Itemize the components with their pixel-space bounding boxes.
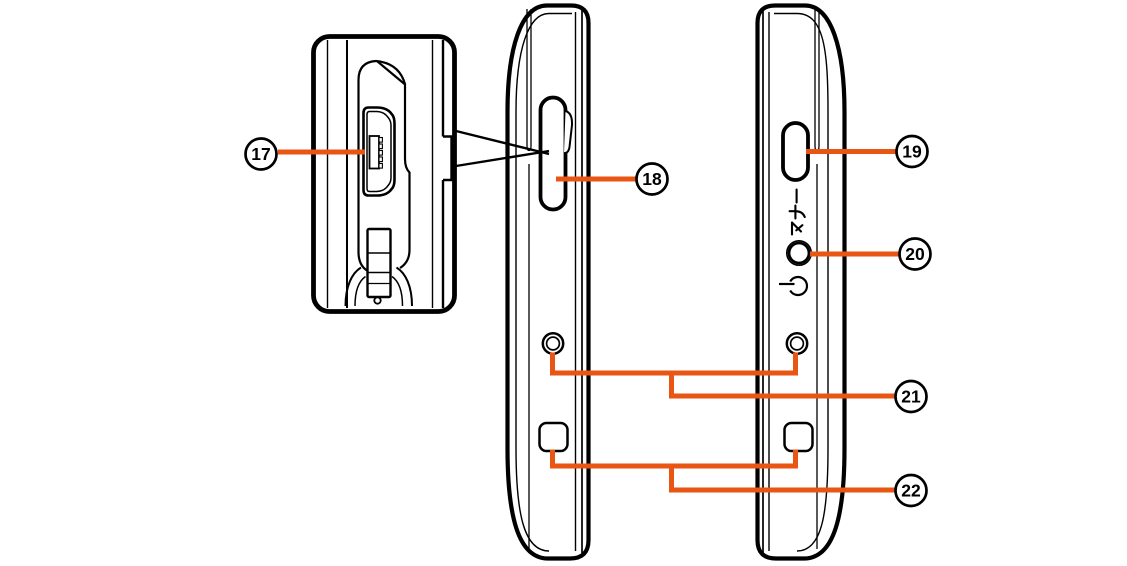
cavity-lower-left — [357, 251, 368, 272]
power-icon — [779, 275, 809, 297]
hinge-arc — [395, 266, 413, 307]
usb-pin — [378, 143, 383, 150]
callout-circle — [635, 162, 669, 196]
callout-number: 18 — [642, 169, 662, 189]
manner-button-label — [788, 188, 806, 236]
callout-label-17: 17 — [244, 137, 278, 171]
hinge-arc — [344, 266, 362, 307]
side-view-left — [505, 3, 591, 561]
wedge-line — [455, 129, 550, 156]
kana-na — [788, 204, 806, 220]
square-opening — [538, 421, 569, 453]
phone-inner-line — [774, 12, 829, 552]
callout-label-20: 20 — [898, 237, 932, 271]
callout-circle — [894, 473, 928, 508]
port-cavity-outline — [357, 59, 411, 252]
callout-circle — [894, 379, 928, 414]
callout-circle — [895, 134, 929, 169]
power-icon-arc — [789, 275, 809, 297]
inset-pointer-wedge — [455, 129, 550, 168]
callout-circle — [244, 137, 278, 171]
port-cavity-notch — [376, 60, 406, 85]
usb-pin — [378, 162, 383, 169]
port-cover-tab — [563, 110, 574, 155]
square-opening — [783, 421, 814, 453]
connector-inset-box — [311, 34, 457, 314]
callout-line-22 — [669, 466, 895, 493]
phone-outline — [505, 3, 591, 561]
strap-hole-inner — [545, 336, 561, 351]
hinge-arc — [354, 275, 366, 307]
callout-number: 22 — [901, 481, 921, 501]
hinge-arc — [391, 275, 404, 307]
callout-lines — [278, 149, 899, 493]
callout-number: 21 — [901, 387, 921, 407]
strap-hole-inner — [789, 336, 805, 351]
usb-pin — [378, 149, 383, 156]
callout-label-18: 18 — [635, 162, 669, 196]
usb-pin — [378, 156, 383, 163]
callout-circle — [898, 237, 932, 271]
callout-line-21 — [669, 373, 895, 399]
usb-inner-shell — [366, 110, 392, 193]
usb-pin-block — [368, 135, 380, 170]
cavity-lower-right — [399, 214, 411, 269]
usb-pin — [378, 136, 383, 143]
callout-number: 17 — [251, 144, 270, 164]
micro-usb-icon — [362, 106, 396, 197]
callout-number: 20 — [905, 244, 925, 264]
callout-label-19: 19 — [895, 134, 929, 169]
wedge-line — [455, 149, 550, 168]
callout-label-21: 21 — [894, 379, 928, 414]
inset-cover-tab — [443, 135, 453, 182]
manner-button — [781, 121, 810, 182]
kana-ma — [790, 221, 804, 236]
side-view-right — [755, 3, 847, 561]
hinge-pin-hole — [373, 296, 382, 305]
power-button-ring — [787, 241, 811, 265]
phone-outline — [755, 3, 847, 561]
port-cover-hinge — [366, 227, 392, 299]
power-button — [785, 240, 812, 267]
callout-number: 19 — [902, 142, 922, 162]
callout-label-22: 22 — [894, 473, 928, 508]
